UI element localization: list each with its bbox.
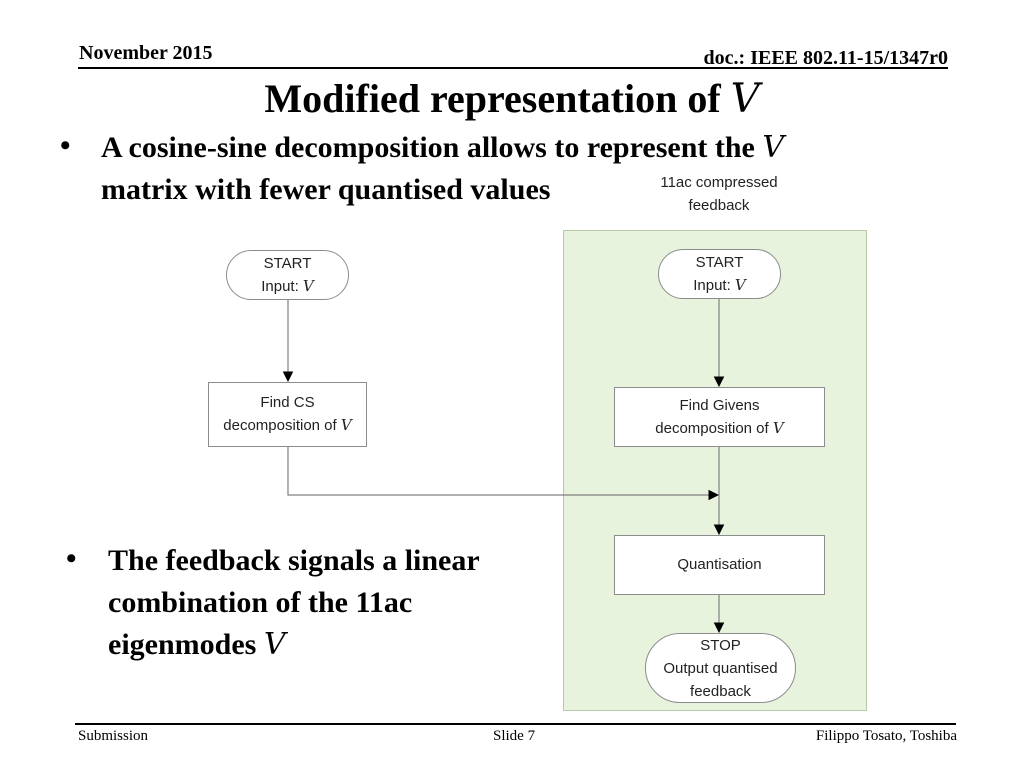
find-cs-detail-var: V <box>340 416 352 434</box>
left-start-input-text: Input: <box>261 277 303 295</box>
panel-caption-line-1: 11ac compressed <box>660 174 778 191</box>
footer-slide-number: Slide 7 <box>493 728 536 744</box>
left-start-input: Input: V <box>261 275 314 298</box>
bullet-1-var: V <box>762 130 785 165</box>
bullet-1-line-2: matrix with fewer quantised values <box>101 173 551 206</box>
bullet-marker-1: • <box>60 129 71 162</box>
left-start-label: START <box>263 254 312 272</box>
footer-divider <box>75 723 956 725</box>
left-start-input-var: V <box>302 276 314 295</box>
find-cs-detail: decomposition of V <box>223 414 351 437</box>
find-cs-label: Find CS <box>260 394 315 411</box>
slide-title-var: V <box>730 76 760 122</box>
bullet-1-text: A cosine-sine decomposition allows to re… <box>101 131 763 164</box>
header-divider <box>78 67 948 69</box>
stop-output-line-1: Output quantised <box>663 659 778 677</box>
slide-title-text: Modified representation of <box>264 76 731 121</box>
right-start-input-text: Input: <box>693 276 735 294</box>
bullet-2-line-3: eigenmodes V <box>108 624 480 666</box>
find-givens-detail-var: V <box>772 418 784 437</box>
bullet-2-text: eigenmodes <box>108 628 264 661</box>
slide-title: Modified representation of V <box>0 75 1024 122</box>
stop-node: STOP Output quantised feedback <box>645 633 796 703</box>
bullet-2-line-2: combination of the 11ac <box>108 586 413 619</box>
find-cs-node: Find CS decomposition of V <box>208 382 367 447</box>
stop-label: STOP <box>700 636 741 654</box>
bullet-2-line-1: The feedback signals a linear <box>108 544 480 577</box>
arrow-cs-to-quantisation <box>287 447 720 501</box>
right-start-node: START Input: V <box>658 249 781 299</box>
panel-caption-line-2: feedback <box>688 197 750 214</box>
find-givens-label: Find Givens <box>679 396 760 414</box>
footer-author: Filippo Tosato, Toshiba <box>815 728 957 744</box>
panel-caption: 11ac compressed feedback <box>640 171 798 217</box>
find-cs-detail-text: decomposition of <box>223 417 341 434</box>
quantisation-label: Quantisation <box>677 556 762 573</box>
bullet-1: A cosine-sine decomposition allows to re… <box>101 127 784 211</box>
quantisation-node: Quantisation <box>614 535 825 595</box>
right-start-input-var: V <box>734 275 746 294</box>
find-givens-detail: decomposition of V <box>655 417 783 440</box>
footer-submission: Submission <box>78 728 149 744</box>
bullet-marker-2: • <box>66 542 77 575</box>
bullet-2-var: V <box>263 627 286 662</box>
right-start-label: START <box>695 253 744 271</box>
right-start-input: Input: V <box>693 274 746 297</box>
stop-output-line-2: feedback <box>690 682 751 700</box>
header-date: November 2015 <box>79 42 213 64</box>
header-doc-id: doc.: IEEE 802.11-15/1347r0 <box>703 47 948 69</box>
find-givens-detail-text: decomposition of <box>655 419 773 437</box>
bullet-1-line-1: A cosine-sine decomposition allows to re… <box>101 127 784 169</box>
find-givens-node: Find Givens decomposition of V <box>614 387 825 447</box>
left-start-node: START Input: V <box>226 250 349 300</box>
bullet-2: The feedback signals a linear combinatio… <box>108 540 480 666</box>
